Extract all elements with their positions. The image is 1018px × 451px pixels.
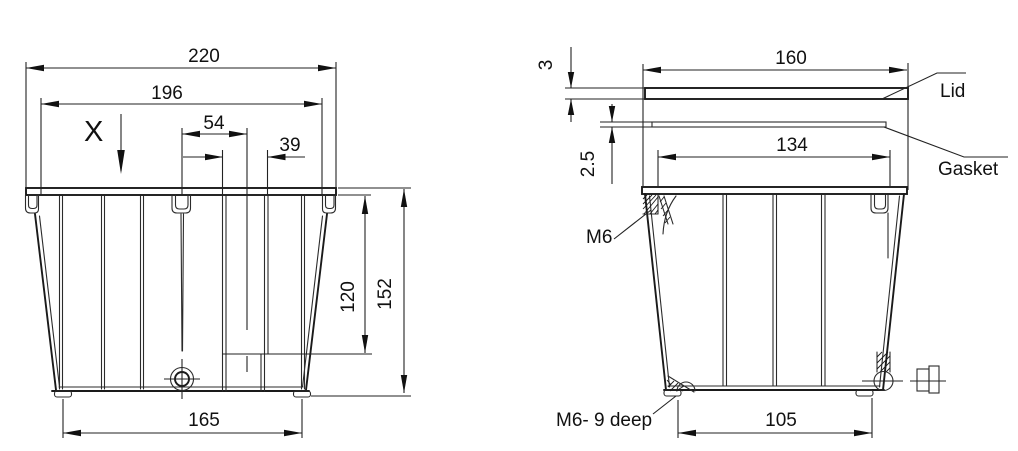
gasket-label: Gasket [938,159,999,180]
dim-text-196: 196 [151,83,183,104]
front-outline [24,187,337,398]
front-view: 220 196 54 39 120 152 165 X [24,46,411,438]
front-cable-recess [221,353,266,392]
dim-text-134: 134 [776,135,808,156]
plug-screw-head [928,365,940,394]
lid-slab [644,87,909,100]
front-center-screw-boss [171,194,192,352]
front-ribs [58,195,306,390]
side-right-foot [855,389,874,397]
dim-text-165: 165 [188,410,220,431]
side-callouts: Lid Gasket M6 M6- 9 deep [556,72,1008,431]
dim-text-54: 54 [203,113,225,134]
side-corner-gusset [662,195,677,235]
dim-text-3: 3 [536,60,557,71]
front-screw-pilot-hole [180,213,185,352]
dim-text-105: 105 [765,410,797,431]
front-dimensions: 220 196 54 39 120 152 165 [25,46,411,438]
lid-leader-line [881,72,966,100]
front-left-foot [53,390,73,398]
plug-screw-body [916,368,930,392]
dim-text-152: 152 [375,278,396,310]
side-ribs [722,194,826,387]
side-top-left-thread-boss [642,194,674,225]
side-view: 160 3 2.5 134 105 Lid Gasket M6 M6- 9 de… [536,47,1008,438]
front-right-foot [292,390,312,398]
x-direction-marker: X [84,114,125,174]
dim-text-160: 160 [775,48,807,69]
m6-label: M6 [586,227,612,248]
front-left-tab [24,194,40,214]
dim-text-120: 120 [338,281,359,313]
thread-boss-deep-hatching [666,379,690,392]
m6-deep-leader-line [652,395,677,415]
side-bottom-left-thread-boss [666,375,696,393]
gasket-leader-line [883,126,1008,158]
side-lid [565,87,909,100]
m6-deep-label: M6- 9 deep [556,410,652,431]
front-drain-hole [164,359,200,399]
plug-screw-symbol [910,365,946,394]
front-right-tab [321,194,337,214]
side-dimensions: 160 3 2.5 134 105 [536,47,909,438]
lid-label: Lid [940,81,965,102]
gasket-slab [651,121,887,128]
dim-text-2-5: 2.5 [578,151,599,177]
m6-leader-line [613,209,652,240]
x-marker-text: X [84,116,103,148]
dim-text-220: 220 [188,46,220,67]
side-right-plug-boss [862,351,903,392]
x-marker-arrowhead [117,150,125,174]
side-box-outline [641,186,908,397]
dim-text-39: 39 [279,135,300,156]
side-top-right-screw-channel [870,194,889,259]
thread-boss-hatching [642,194,671,224]
side-left-foot [663,389,682,397]
